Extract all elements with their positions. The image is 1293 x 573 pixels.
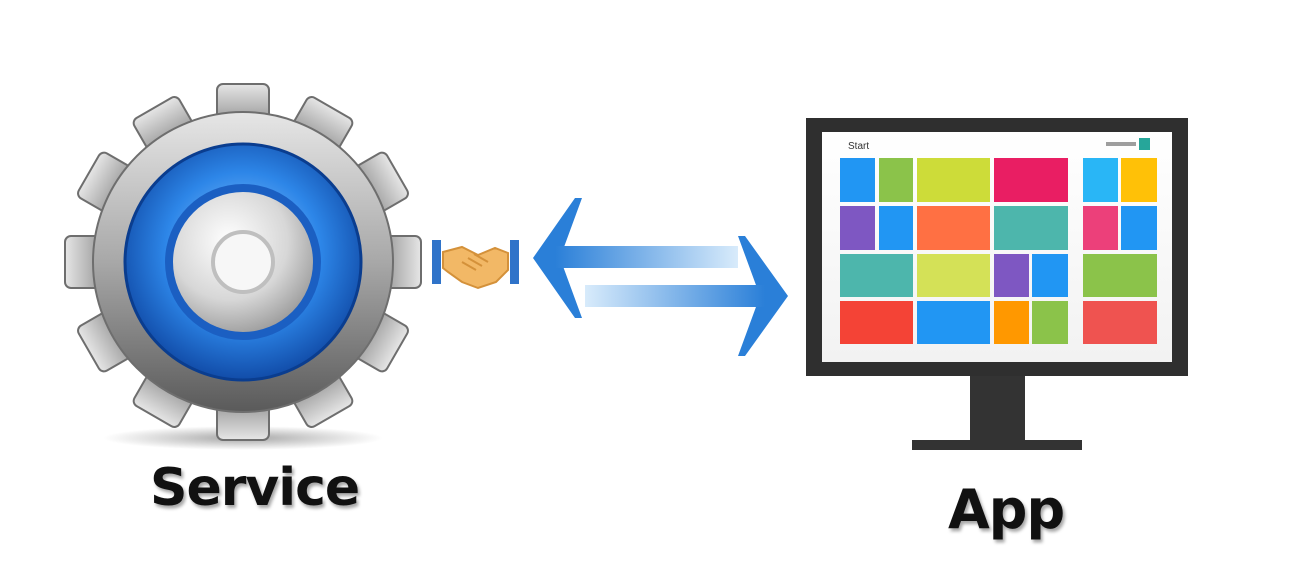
start-tile — [917, 254, 990, 297]
start-tile — [994, 301, 1029, 344]
start-tile — [879, 158, 913, 202]
start-tile — [994, 158, 1068, 202]
arrow-left-shaft — [555, 246, 738, 268]
start-tile — [994, 254, 1029, 297]
start-tile — [1083, 206, 1118, 250]
handshake-hands — [442, 245, 509, 290]
monitor-neck — [970, 376, 1025, 440]
connector-bar-right — [510, 240, 519, 284]
arrow-right-shaft — [585, 285, 765, 307]
connector-bar-left — [432, 240, 441, 284]
start-tiles — [840, 158, 1157, 344]
bidirectional-arrows-icon — [533, 198, 788, 356]
app-label: App — [948, 478, 1065, 541]
start-tile — [917, 158, 990, 202]
screen-start-label: Start — [848, 141, 869, 152]
handshake-icon — [432, 240, 519, 290]
service-label: Service — [150, 458, 360, 518]
app-monitor-icon: Start — [806, 118, 1188, 450]
start-tile — [1083, 158, 1118, 202]
screen-user-name — [1106, 142, 1136, 146]
start-tile — [1032, 254, 1068, 297]
start-tile — [840, 254, 913, 297]
start-tile — [917, 206, 990, 250]
start-tile — [1032, 301, 1068, 344]
start-tile — [1121, 206, 1157, 250]
handshake-fingers — [461, 253, 489, 271]
start-tile — [1083, 301, 1157, 344]
start-tile — [840, 206, 875, 250]
start-tile — [879, 206, 913, 250]
gear-axle — [211, 230, 275, 294]
monitor-base — [912, 440, 1082, 450]
start-tile — [840, 301, 913, 344]
start-tile — [1121, 158, 1157, 202]
start-tile — [917, 301, 990, 344]
service-gear-icon — [64, 83, 422, 450]
start-tile — [1083, 254, 1157, 297]
start-tile — [994, 206, 1068, 250]
start-tile — [840, 158, 875, 202]
screen-user-avatar — [1139, 138, 1150, 150]
